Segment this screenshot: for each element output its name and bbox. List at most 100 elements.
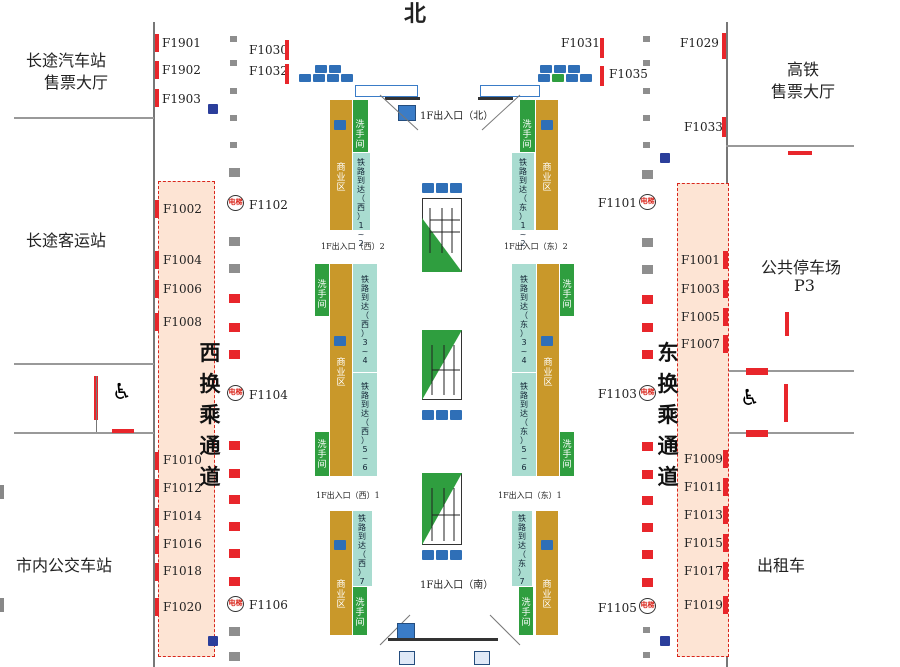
entrance-label-f1006: F1006 [163,282,202,296]
stairwell-center-graphic [422,330,462,400]
washroom-east-4 [519,587,533,635]
platform-marker [642,265,653,274]
business-zone-label: 商业区 [336,163,346,193]
facility-icon [554,65,566,73]
facility-icon [580,74,592,82]
elevator-icon[interactable]: 电梯 [227,385,244,401]
facility-icon [315,65,327,73]
east-crossing-red-bottom [746,430,768,437]
platform-marker [230,142,237,148]
washroom-west-4 [353,587,367,635]
entrance-marker [723,596,728,614]
east-escalator-icon: ♿ [740,386,760,411]
platform-marker [643,36,650,42]
east-corridor-char-2: 换 [657,371,679,396]
entrance-marker [155,61,159,79]
business-zone-west-1 [330,100,352,230]
entrance-marker [723,280,728,298]
facility-icon [299,74,311,82]
elevator-icon[interactable]: 电梯 [639,385,656,401]
info-icon [334,540,346,550]
accessible-icon [208,636,218,646]
entrance-label-f1014: F1014 [163,509,202,523]
platform-marker [642,442,653,451]
washroom-west-1 [353,100,368,152]
facility-icons-ne [538,65,593,87]
hsr-ticket-hall-l2: 售票大厅 [771,82,836,101]
east-corridor-char-4: 通 [657,433,679,458]
washroom-label: 洗手间 [562,280,572,310]
north-canopy-west [355,85,418,97]
west-corridor-char-2: 换 [199,371,221,396]
accessible-icon [660,153,670,163]
business-zone-label: 商业区 [542,163,552,193]
facility-icon [568,65,580,73]
entrance-marker [155,280,159,298]
platform-marker [229,627,240,636]
elevator-icon[interactable]: 电梯 [639,598,656,614]
entrance-label-f1902: F1902 [162,63,201,77]
entrance-label-f1029: F1029 [680,36,719,50]
east-crossing-bar [784,384,788,422]
platform-marker [229,350,240,359]
platform-marker [643,115,650,121]
business-zone-west-2 [330,264,352,476]
east-divider-1 [726,145,854,147]
public-parking: 公共停车场 [761,258,842,277]
entrance-marker [285,40,289,60]
facility-icon [313,74,325,82]
entrance-label-f1016: F1016 [163,537,202,551]
entrance-label-f1030: F1030 [249,43,288,57]
entrance-marker [155,251,159,269]
entrance-label-f1019: F1019 [684,598,723,612]
entrance-marker [155,200,159,218]
entrance-marker [723,335,728,353]
washroom-label: 洗手间 [355,120,365,150]
info-icon [541,336,553,346]
rail-arrival-east-7-8 [512,511,532,586]
south-exit-icon[interactable] [397,623,415,639]
facility-icon [341,74,353,82]
rail-arrival-label: 铁路到达（东）1~2 [519,158,527,248]
entrance-marker [155,536,159,554]
south-exit-icon-right[interactable] [474,651,490,665]
north-exit-label: 1F出入口（北） [420,111,494,122]
entrance-label-f1007: F1007 [681,337,720,351]
entrance-marker [723,562,728,580]
south-exit-label: 1F出入口（南） [420,580,494,591]
elevator-icon[interactable]: 电梯 [639,194,656,210]
entrance-marker [285,64,289,84]
info-icon [334,336,346,346]
west-exit-1-label: 1F出入口（西）1 [316,491,380,500]
facility-icon [329,65,341,73]
rail-arrival-west-7-8 [353,511,372,586]
entrance-marker [155,598,159,616]
platform-marker [643,60,650,66]
washroom-label: 洗手间 [562,440,572,470]
platform-marker [229,168,240,177]
platform-marker [643,627,650,633]
west-corridor-char-3: 乘 [199,402,221,427]
platform-marker [229,237,240,246]
elevator-label-f1102: F1102 [249,198,288,212]
entrance-marker [600,66,604,86]
washroom-west-3 [315,432,329,476]
platform-marker [229,294,240,303]
entrance-marker [155,479,159,497]
elevator-icon[interactable]: 电梯 [227,596,244,612]
west-edge-marks [0,485,4,499]
east-transfer-corridor [677,183,729,657]
city-bus-station: 市内公交车站 [16,556,113,575]
elevator-icon[interactable]: 电梯 [227,195,244,211]
east-exit-1-label: 1F出入口（东）1 [498,491,562,500]
entrance-marker [723,251,728,269]
entrance-marker [155,89,159,107]
facility-icon [538,74,550,82]
entrance-label-f1001: F1001 [681,253,720,267]
south-exit-icon-left[interactable] [399,651,415,665]
platform-marker [642,578,653,587]
platform-marker [229,323,240,332]
entrance-marker [723,506,728,524]
entrance-marker [723,478,728,496]
info-icon [334,120,346,130]
